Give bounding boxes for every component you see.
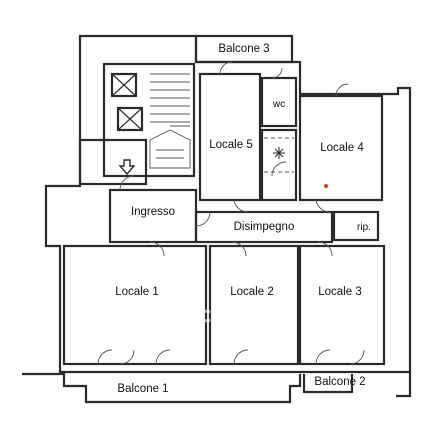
elevator-1 xyxy=(110,72,138,98)
locale-5-room xyxy=(198,72,262,202)
label-ingresso: Ingresso xyxy=(131,206,175,218)
elevator-2 xyxy=(116,106,144,132)
stairwell xyxy=(102,62,196,178)
label-balcone-3: Balcone 3 xyxy=(218,43,269,55)
elevator-cross-2 xyxy=(117,107,143,131)
elevator-cross-1 xyxy=(111,73,137,97)
shaft xyxy=(260,128,298,202)
balcone-3 xyxy=(194,34,294,64)
down-arrow-icon xyxy=(118,159,136,176)
label-balcone-2: Balcone 2 xyxy=(314,376,365,388)
locale-4-room xyxy=(298,94,384,202)
locale-3-room xyxy=(298,244,386,366)
light-point-icon xyxy=(273,147,285,159)
label-locale-3: Locale 3 xyxy=(318,286,361,298)
locale-1-room xyxy=(62,244,208,366)
rip-room xyxy=(332,210,380,242)
right-wall-ext xyxy=(396,372,412,398)
disimpegno-room xyxy=(194,210,334,244)
locale-2-room xyxy=(208,244,300,366)
landing xyxy=(78,138,148,186)
balcone-1 xyxy=(22,372,302,404)
wc-room xyxy=(260,76,298,128)
marker-dot xyxy=(324,184,328,188)
label-balcone-1: Balcone 1 xyxy=(117,383,168,395)
label-locale-2: Locale 2 xyxy=(230,286,273,298)
label-wc: wc xyxy=(272,99,285,110)
label-disimpegno: Disimpegno xyxy=(234,221,295,233)
label-rip: rip. xyxy=(357,222,371,233)
label-locale-1: Locale 1 xyxy=(115,286,158,298)
label-locale-4: Locale 4 xyxy=(320,142,364,154)
balcone-2 xyxy=(302,374,354,394)
watermark-logo: casa.it xyxy=(199,303,282,328)
label-locale-5: Locale 5 xyxy=(209,139,252,151)
